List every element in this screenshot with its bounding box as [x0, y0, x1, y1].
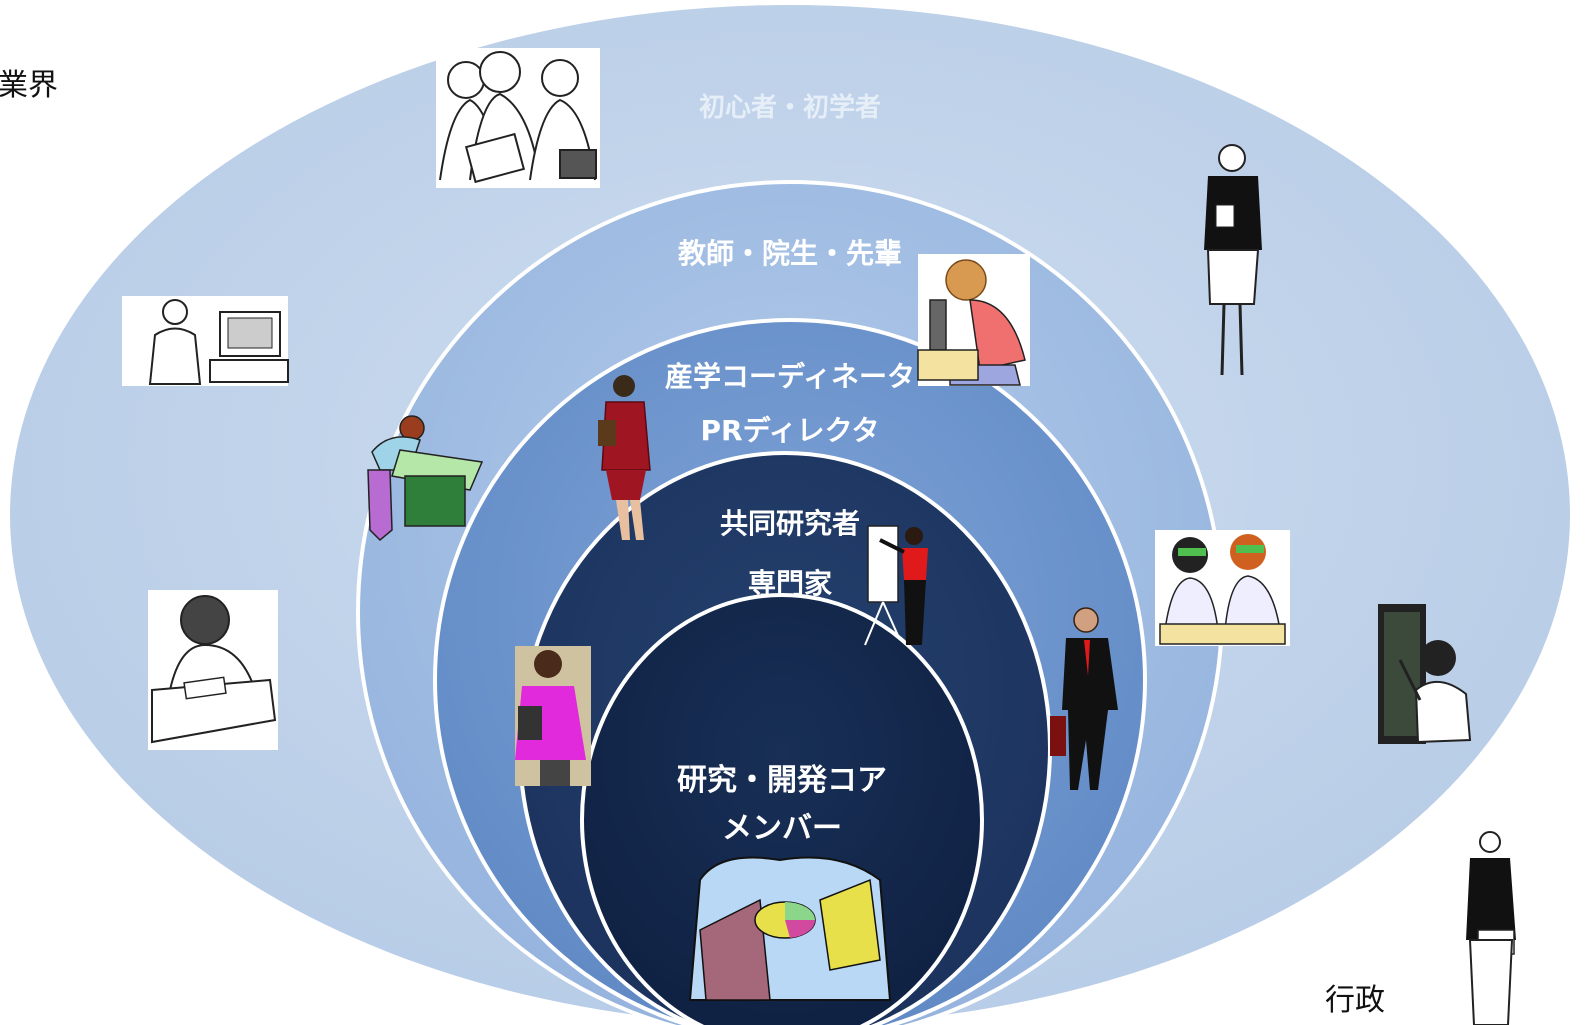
- woman-microscope-figure: [917, 254, 1030, 386]
- ring3-label-line2: PRディレクタ: [700, 414, 879, 447]
- teacher-blackboard-figure: [1378, 604, 1472, 744]
- man-at-computer-figure: [122, 296, 289, 386]
- ring4-label-line2: 専門家: [748, 567, 832, 600]
- industry-label: 業界: [0, 68, 58, 103]
- family-reading-figure: [436, 48, 600, 188]
- businessman-walking-figure: [1050, 607, 1118, 790]
- official-man-figure: [1466, 831, 1516, 1025]
- businesswoman-red-figure: [598, 375, 651, 540]
- government-label: 行政: [1325, 983, 1385, 1018]
- ring5-label-line2: メンバー: [722, 811, 842, 846]
- scientists-lab-figure: [1155, 530, 1290, 646]
- ring2-label: 教師・院生・先輩: [678, 237, 902, 270]
- woman-drafting-figure: [367, 415, 484, 542]
- ring3-label-line1: 産学コーディネータ: [665, 360, 915, 393]
- team-meeting-figure: [688, 856, 892, 1001]
- girl-writing-figure: [148, 590, 278, 750]
- woman-blazer-figure: [1204, 144, 1262, 376]
- woman-phone-figure: [515, 646, 591, 786]
- ring1-label: 初心者・初学者: [699, 92, 881, 123]
- ring5-label-line1: 研究・開発コア: [677, 763, 887, 798]
- presenter-easel-figure: [864, 525, 928, 646]
- ring4-label-line1: 共同研究者: [720, 507, 860, 540]
